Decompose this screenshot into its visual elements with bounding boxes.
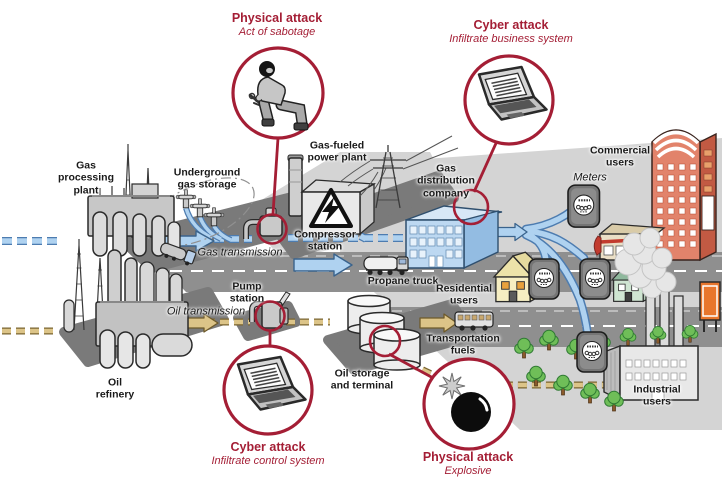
gas-exit-arrow: [496, 222, 528, 242]
gas-pipeline: [2, 207, 406, 245]
billboard-sign: [699, 281, 721, 332]
callout-cyber-business-circle: [463, 54, 555, 146]
label-pump-station: Pump station: [229, 280, 265, 305]
gas-tanker-truck: [160, 242, 197, 266]
label-industrial-users: Industrial users: [633, 383, 681, 408]
meter-residential-1: [528, 258, 560, 300]
label-underground-gas-storage: Underground gas storage: [173, 166, 241, 191]
callout-sabotage-title: Physical attack: [231, 11, 323, 26]
fuels-road-arrow: [419, 313, 458, 333]
label-transportation-fuels: Transportation fuels: [426, 332, 500, 357]
callout-sabotage-circle: [231, 46, 325, 140]
label-compressor-station: Compressor station: [294, 228, 356, 253]
gas-road-arrow: [293, 253, 353, 277]
masked-saboteur-icon: [248, 61, 309, 131]
callout-explosive-subtitle: Explosive: [444, 464, 492, 477]
label-propane-truck: Propane truck: [367, 274, 439, 287]
callout-explosive-title: Physical attack: [422, 450, 514, 465]
label-gas-transmission: Gas transmission: [197, 246, 283, 259]
callout-cyber-control-title: Cyber attack: [230, 440, 306, 455]
target-circle-oil-storage: [368, 324, 402, 358]
callout-cyber-control-subtitle: Infiltrate control system: [211, 454, 325, 467]
smoke-plume: [614, 227, 677, 299]
gas-fueled-power-plant-illustration: [287, 154, 387, 236]
callout-cyber-business-title: Cyber attack: [473, 18, 549, 33]
label-gas-fueled-power-plant: Gas-fueled power plant: [307, 139, 367, 164]
label-oil-storage-and-terminal: Oil storage and terminal: [330, 367, 394, 392]
callout-cyber-control-circle: [222, 344, 314, 436]
target-circle-pump-station: [254, 300, 286, 332]
power-transmission-tower: [339, 135, 459, 209]
pump-station-illustration: [249, 291, 291, 329]
callout-cyber-business-subtitle: Infiltrate business system: [449, 32, 573, 45]
oil-refinery-illustration: [63, 239, 193, 369]
meter-industrial: [576, 331, 608, 373]
wellhead-feed-pipes: [183, 207, 233, 243]
flow-arrows: [157, 222, 528, 333]
label-oil-refinery: Oil refinery: [95, 376, 135, 401]
callout-explosive-circle: [422, 357, 516, 451]
target-circle-gas-distribution: [452, 188, 490, 226]
target-circle-compressor-station: [256, 213, 288, 245]
industrial-factory-illustration: [603, 227, 721, 402]
meter-residential-2: [579, 258, 611, 300]
gas-processing-plant-illustration: [87, 144, 181, 257]
attack-connectors: [268, 137, 499, 381]
bomb-icon: [438, 372, 491, 432]
propane-truck-illustration: [363, 256, 409, 276]
label-residential-users: Residential users: [435, 282, 493, 307]
label-oil-transmission: Oil transmission: [166, 305, 246, 318]
label-gas-distribution-company: Gas distribution company: [417, 162, 475, 200]
label-meters: Meters: [573, 171, 607, 184]
commercial-tower-illustration: [651, 129, 717, 262]
attack-target-circles: [254, 188, 490, 358]
meter-commercial: [566, 184, 601, 229]
label-gas-processing-plant: Gas processing plant: [57, 159, 115, 197]
fuel-bus-illustration: [454, 311, 494, 331]
compressor-station-illustration: [243, 207, 283, 239]
label-commercial-users: Commercial users: [589, 144, 651, 169]
underground-gas-storage-illustration: [145, 177, 255, 247]
callout-sabotage-subtitle: Act of sabotage: [238, 25, 316, 38]
